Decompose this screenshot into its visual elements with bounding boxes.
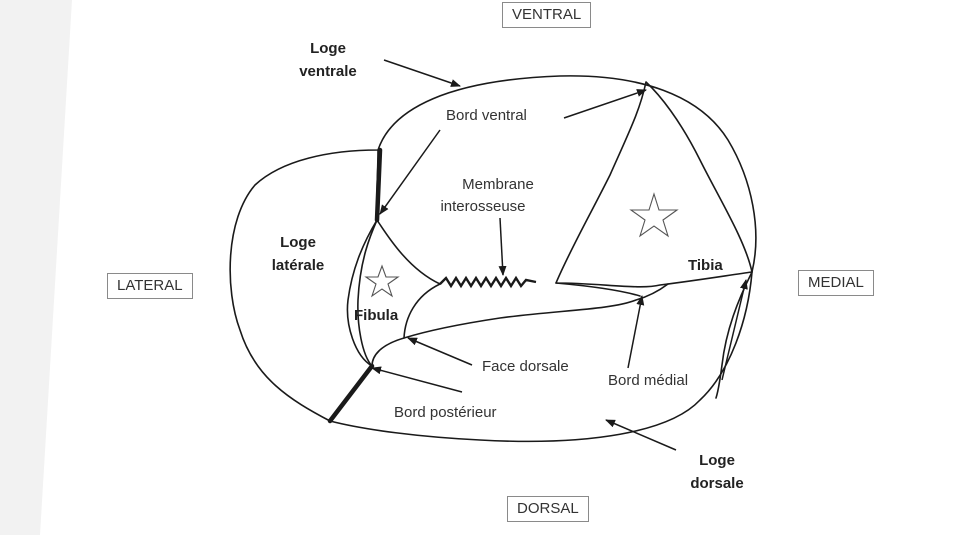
label-bord-posterieur: Bord postérieur xyxy=(394,404,497,421)
arrow-bord-posterieur xyxy=(371,366,463,393)
bord-dorsal-line xyxy=(555,282,641,297)
tibia-star-icon xyxy=(629,192,679,238)
ventral-septum-thick xyxy=(374,147,383,223)
label-membrane-line2: interosseuse xyxy=(440,198,526,215)
posterior-septum-thick xyxy=(327,363,375,424)
direction-ventral: VENTRAL xyxy=(502,2,592,28)
arrow-bord-ventral xyxy=(563,89,647,119)
label-loge-dorsale-line2: dorsale xyxy=(690,475,744,492)
label-loge-laterale-line2: latérale xyxy=(271,257,325,274)
tibia-outline xyxy=(555,81,753,288)
arrow-bord-medial-b xyxy=(721,279,748,381)
label-loge-ventrale-line2: ventrale xyxy=(299,63,357,80)
medial-border xyxy=(715,271,753,399)
arrow-bord-medial-a xyxy=(627,295,645,369)
arrow-loge-laterale xyxy=(379,129,441,215)
label-membrane-interosseuse: Membrane interosseuse xyxy=(408,176,558,216)
direction-dorsal: DORSAL xyxy=(507,496,589,522)
arrow-loge-dorsale xyxy=(605,419,677,451)
label-loge-dorsale-line1: Loge xyxy=(699,452,735,469)
label-face-dorsale: Face dorsale xyxy=(482,358,569,375)
label-loge-laterale-line1: Loge xyxy=(280,234,316,251)
label-fibula: Fibula xyxy=(354,307,399,324)
label-tibia: Tibia xyxy=(688,257,723,274)
label-bord-medial: Bord médial xyxy=(608,372,689,389)
tibia-dorsal-face xyxy=(403,283,669,339)
label-loge-ventrale: Loge ventrale xyxy=(288,40,368,81)
arrow-membrane xyxy=(498,217,507,276)
direction-lateral: LATERAL xyxy=(107,273,193,299)
interosseous-membrane xyxy=(439,275,537,289)
label-loge-laterale: Loge latérale xyxy=(258,234,338,275)
label-loge-dorsale: Loge dorsale xyxy=(672,452,762,493)
direction-medial: MEDIAL xyxy=(798,270,874,296)
fibula-star-icon xyxy=(364,264,400,298)
fibula-top xyxy=(376,219,441,285)
label-bord-ventral: Bord ventral xyxy=(446,107,527,124)
label-loge-ventrale-line1: Loge xyxy=(310,40,346,57)
arrow-loge-ventrale xyxy=(383,59,461,87)
fibula-upper xyxy=(357,219,378,367)
arrow-face-dorsale xyxy=(407,337,473,366)
outer-contour xyxy=(229,75,757,443)
label-membrane-line1: Membrane xyxy=(462,176,534,193)
